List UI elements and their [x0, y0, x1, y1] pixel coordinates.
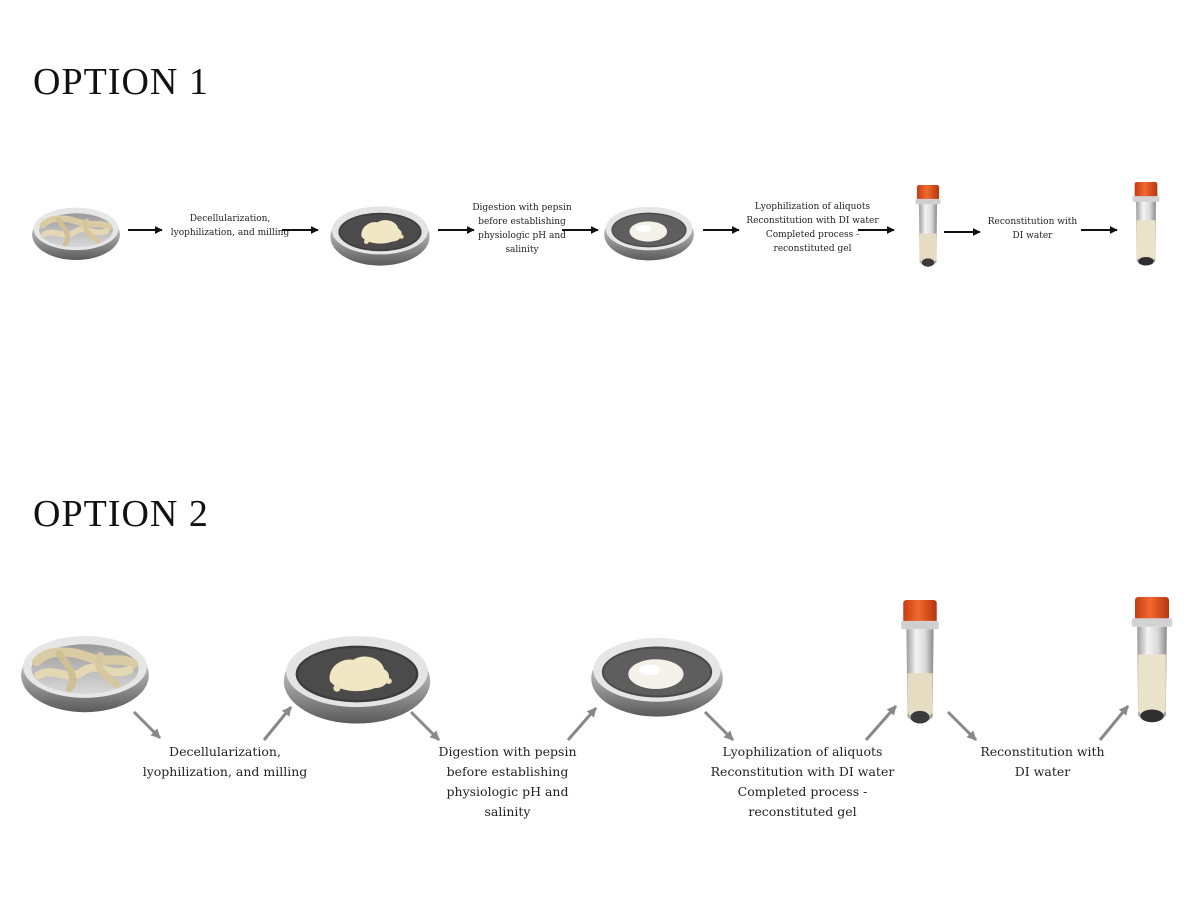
option1-powder-dish-image [330, 206, 430, 266]
option2-gel-dish-image [591, 638, 723, 717]
option2-powder-dish-image [283, 636, 431, 724]
option2-arrow-1 [132, 710, 162, 740]
option2-tissue-dish-image [21, 636, 149, 712]
option2-arrow-6 [864, 705, 898, 741]
option2-arrow-7 [946, 710, 978, 742]
option1-tissue-dish-image [32, 208, 120, 260]
option1-tube-small-image [915, 185, 941, 267]
option2-tube-small-image [901, 600, 939, 724]
option-1-heading: OPTION 1 [33, 61, 209, 103]
option1-gel-dish-image [604, 206, 694, 261]
option2-arrow-3 [409, 710, 441, 742]
option2-arrow-2 [262, 706, 293, 741]
option1-step-decellularization-label: Decellularization,lyophilization, and mi… [170, 214, 290, 238]
option2-tube-full-image [1131, 597, 1173, 723]
option2-arrow-8 [1098, 705, 1130, 741]
option2-arrow-5 [703, 710, 735, 742]
option1-tube-full-image [1132, 182, 1160, 266]
option2-step-decellularization-label: Decellularization,lyophilization, and mi… [142, 744, 308, 779]
option2-arrow-4 [566, 707, 598, 741]
option-2-heading: OPTION 2 [33, 493, 209, 535]
